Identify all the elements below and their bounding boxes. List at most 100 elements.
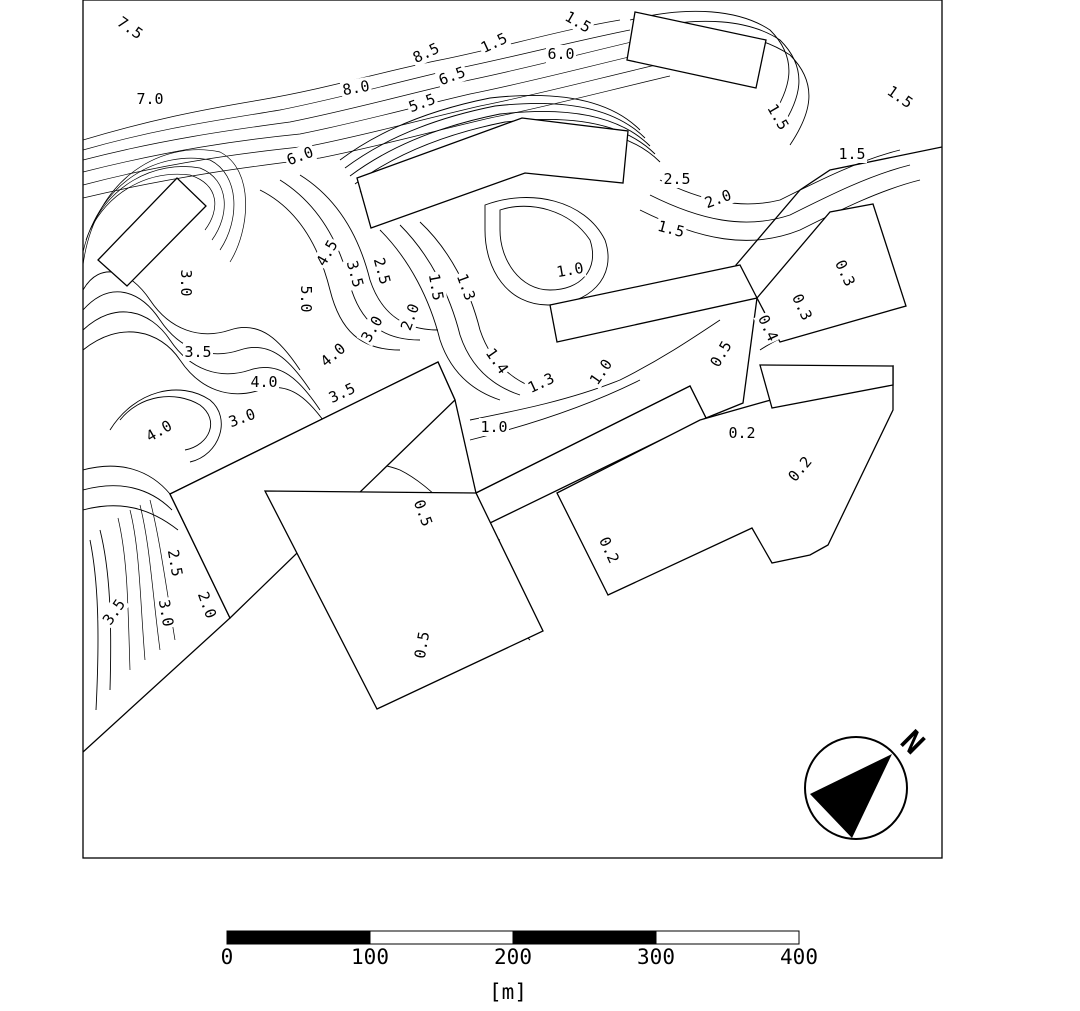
contour-label-text: 1.5 [425, 272, 447, 302]
contour-label-background [783, 451, 817, 487]
contour-label: 0.5 [410, 628, 434, 662]
contour-label-text: 4.0 [250, 373, 277, 391]
building-north [626, 11, 767, 89]
contour-label-text: 1.0 [555, 259, 585, 281]
contour-label: 5.0 [297, 284, 315, 314]
contour-label-background [705, 336, 737, 372]
contour-label-background [837, 145, 867, 163]
contour-label-background [594, 532, 624, 568]
contour-label: 4.0 [249, 373, 279, 391]
contour-label-background [762, 99, 794, 135]
scale-tick-200: 200 [494, 945, 532, 969]
contour-label-background [342, 257, 368, 291]
contour-label-text: 1.5 [838, 145, 865, 163]
contour-label-background [409, 495, 437, 531]
contour-label-background [154, 596, 178, 630]
quay-southwest [169, 361, 456, 620]
contour-label-background [315, 338, 351, 372]
contour-label-text: 5.0 [297, 285, 315, 312]
contour-label-background [249, 373, 279, 391]
contour-label-text: 3.5 [184, 343, 211, 361]
contour-label: 8.0 [339, 76, 373, 100]
contour-label-background [410, 628, 434, 662]
contour-label-background [324, 378, 360, 408]
contour-label: 6.0 [546, 45, 576, 63]
contour-label-background [662, 170, 692, 188]
contour-label: 1.0 [479, 418, 509, 436]
contour-label-text: 8.0 [341, 77, 371, 99]
contour-label-background [141, 415, 177, 447]
contour-label-background [546, 45, 576, 63]
contour-label-background [396, 299, 424, 335]
contour-label-background [830, 255, 860, 291]
breakwater-east [759, 364, 894, 409]
contour-label: 5.5 [404, 89, 440, 117]
contour-label-background [163, 546, 187, 580]
contour-label-background [585, 354, 617, 390]
contour-label-background [452, 269, 480, 305]
contour-label-text: 3.0 [155, 598, 177, 628]
contour-label-background [727, 424, 757, 442]
contour-label-background [553, 258, 587, 282]
contour-label-text: 0.2 [728, 424, 755, 442]
basin-west [263, 490, 544, 710]
contour-label: 3.5 [183, 343, 213, 361]
contour-label: 7.0 [135, 90, 165, 108]
contour-label-background [112, 12, 148, 44]
contour-label: 3.0 [177, 268, 195, 298]
scale-unit: [m] [489, 980, 527, 1004]
scale-seg-1 [226, 930, 371, 945]
contour-label-background [311, 235, 343, 271]
scale-seg-2 [369, 930, 514, 945]
contour-label-text: 6.0 [547, 45, 574, 63]
scale-bar: 0 100 200 300 400 [m] [221, 930, 818, 1004]
contour-label: 1.5 [424, 270, 448, 304]
contour-label-background [177, 268, 195, 298]
contour-label: 0.2 [727, 424, 757, 442]
contour-label-background [224, 404, 260, 432]
contour-label-background [369, 254, 395, 288]
contour-label-text: 2.5 [164, 548, 186, 578]
contour-label-background [479, 418, 509, 436]
contour-label-background [434, 62, 470, 90]
scale-seg-4 [655, 930, 800, 945]
contour-label-background [356, 311, 388, 347]
contour-label-background [135, 90, 165, 108]
scale-tick-100: 100 [351, 945, 389, 969]
contour-label: 1.5 [837, 145, 867, 163]
scale-seg-3 [512, 930, 657, 945]
contour-label: 1.0 [553, 258, 587, 282]
scale-tick-400: 400 [780, 945, 818, 969]
scale-tick-0: 0 [221, 945, 234, 969]
contour-label-background [700, 185, 736, 213]
contour-label-background [339, 76, 373, 100]
building-west [97, 177, 207, 287]
contour-label-background [98, 594, 130, 630]
contour-label-text: 7.0 [136, 90, 163, 108]
contour-label-text: 1.0 [480, 418, 507, 436]
contour-label: 2.5 [163, 546, 187, 580]
contour-label-background [753, 310, 783, 346]
contour-label-background [654, 216, 688, 242]
contour-label: 2.5 [662, 170, 692, 188]
contour-label-background [183, 343, 213, 361]
contour-label-background [481, 343, 513, 379]
contour-label-background [523, 368, 559, 398]
north-arrow-pointer [810, 754, 892, 838]
contour-label-background [882, 81, 918, 113]
contour-label-text: 2.5 [663, 170, 690, 188]
contour-label: 3.0 [154, 596, 178, 630]
contour-label-background [787, 289, 817, 325]
contour-label-background [297, 284, 315, 314]
contour-label-background [193, 587, 221, 623]
contour-label-background [476, 28, 512, 58]
structures [97, 11, 907, 710]
contour-label-background [282, 142, 318, 170]
basin-east [556, 365, 894, 596]
building-ridge [356, 117, 629, 229]
contour-label-background [424, 270, 448, 304]
contour-label-text: 3.0 [177, 269, 195, 296]
scale-tick-300: 300 [637, 945, 675, 969]
contour-label-background [408, 38, 444, 68]
